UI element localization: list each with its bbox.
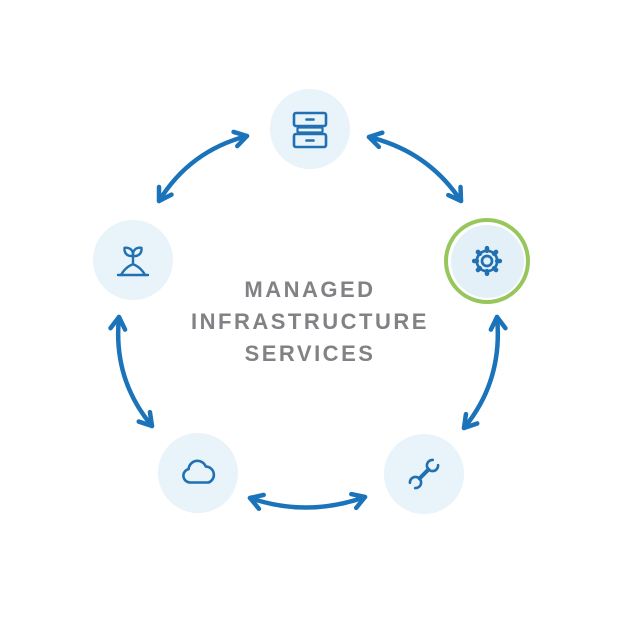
server-stack-icon (292, 111, 328, 149)
node-servers[interactable] (270, 89, 350, 169)
arrow-connector (366, 134, 464, 204)
arrow-connector (461, 411, 480, 431)
gear-icon (471, 245, 503, 277)
arrow-connector (349, 491, 368, 511)
sprout-icon (116, 246, 150, 277)
node-cloud[interactable] (158, 433, 238, 513)
arrow-connector (461, 314, 501, 431)
arrow-connector (156, 133, 250, 204)
arrow-connector (136, 409, 155, 429)
arrow-connector (446, 184, 464, 204)
node-settings[interactable] (444, 218, 530, 304)
arrow-connector (247, 492, 266, 512)
title-line-2: INFRASTRUCTURE (191, 309, 429, 334)
node-settings-circle (450, 224, 524, 298)
node-growth[interactable] (93, 220, 173, 300)
arrow-connector (115, 314, 155, 429)
wrench-icon (408, 458, 440, 490)
node-repair[interactable] (384, 434, 464, 514)
arrow-connector (231, 129, 250, 149)
arrow-connector (247, 494, 368, 510)
arrow-connector (108, 314, 128, 332)
arrow-connector (488, 314, 508, 332)
diagram-title: MANAGED INFRASTRUCTURE SERVICES (130, 274, 490, 370)
title-line-1: MANAGED (244, 277, 376, 302)
title-line-3: SERVICES (244, 341, 376, 366)
arrow-connector (366, 130, 385, 150)
cloud-icon (182, 459, 216, 484)
arrow-connector (156, 184, 174, 204)
